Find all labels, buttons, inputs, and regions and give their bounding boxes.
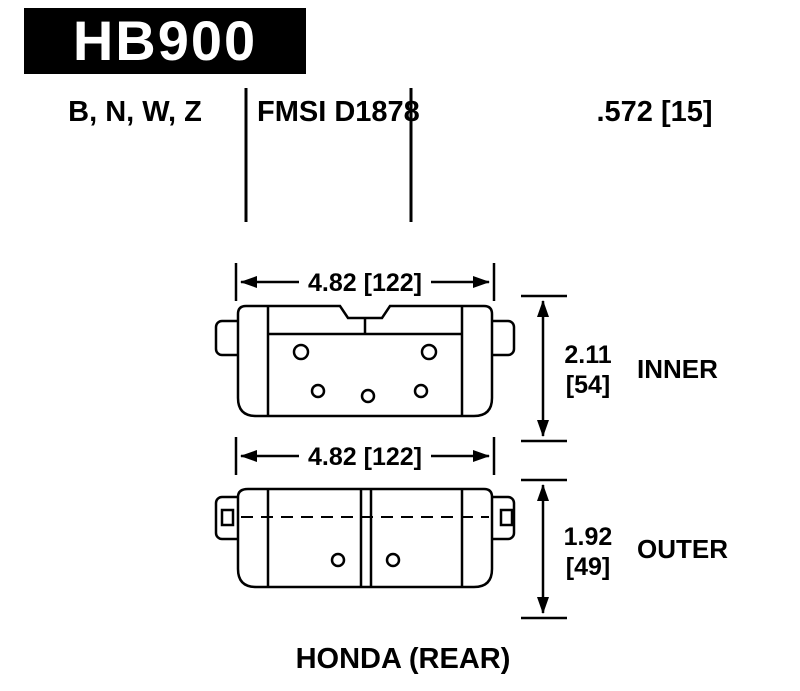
pad-hole — [292, 343, 310, 361]
inner-label: INNER — [637, 354, 718, 384]
inner-height-value: 2.11 — [564, 341, 611, 369]
pad-hole — [420, 343, 438, 361]
compound-codes: B, N, W, Z — [68, 96, 202, 128]
outer-label: OUTER — [637, 534, 728, 564]
outer-pad-drawing — [214, 487, 516, 589]
pad-hole — [310, 383, 326, 399]
pad-thickness: .572 [15] — [596, 96, 713, 128]
pad-outline — [236, 487, 494, 589]
outer-height-value: 1.92 — [564, 523, 613, 551]
fmsi-number: FMSI D1878 — [257, 96, 420, 128]
outer-width-label: 4.82 [122] — [308, 443, 422, 471]
inner-width-dimension: 4.82 [122] — [234, 263, 496, 301]
inner-pad-drawing — [214, 304, 516, 418]
pad-hole — [330, 552, 346, 568]
inner-width-label: 4.82 [122] — [308, 269, 422, 297]
outer-width-dimension: 4.82 [122] — [234, 437, 496, 475]
inner-height-dimension: 2.11 [54] INNER — [521, 294, 718, 443]
application-label: HONDA (REAR) — [296, 643, 511, 675]
inner-height-mm: [54] — [566, 371, 610, 399]
tab-slot-left — [220, 508, 235, 527]
part-number-box: HB900 — [24, 8, 306, 74]
pad-hole — [385, 552, 401, 568]
outer-height-dimension: 1.92 [49] OUTER — [521, 478, 728, 620]
pad-hole — [360, 388, 376, 404]
pad-hole — [413, 383, 429, 399]
outer-height-mm: [49] — [566, 553, 610, 581]
tab-slot-right — [499, 508, 514, 527]
part-number: HB900 — [72, 9, 258, 72]
